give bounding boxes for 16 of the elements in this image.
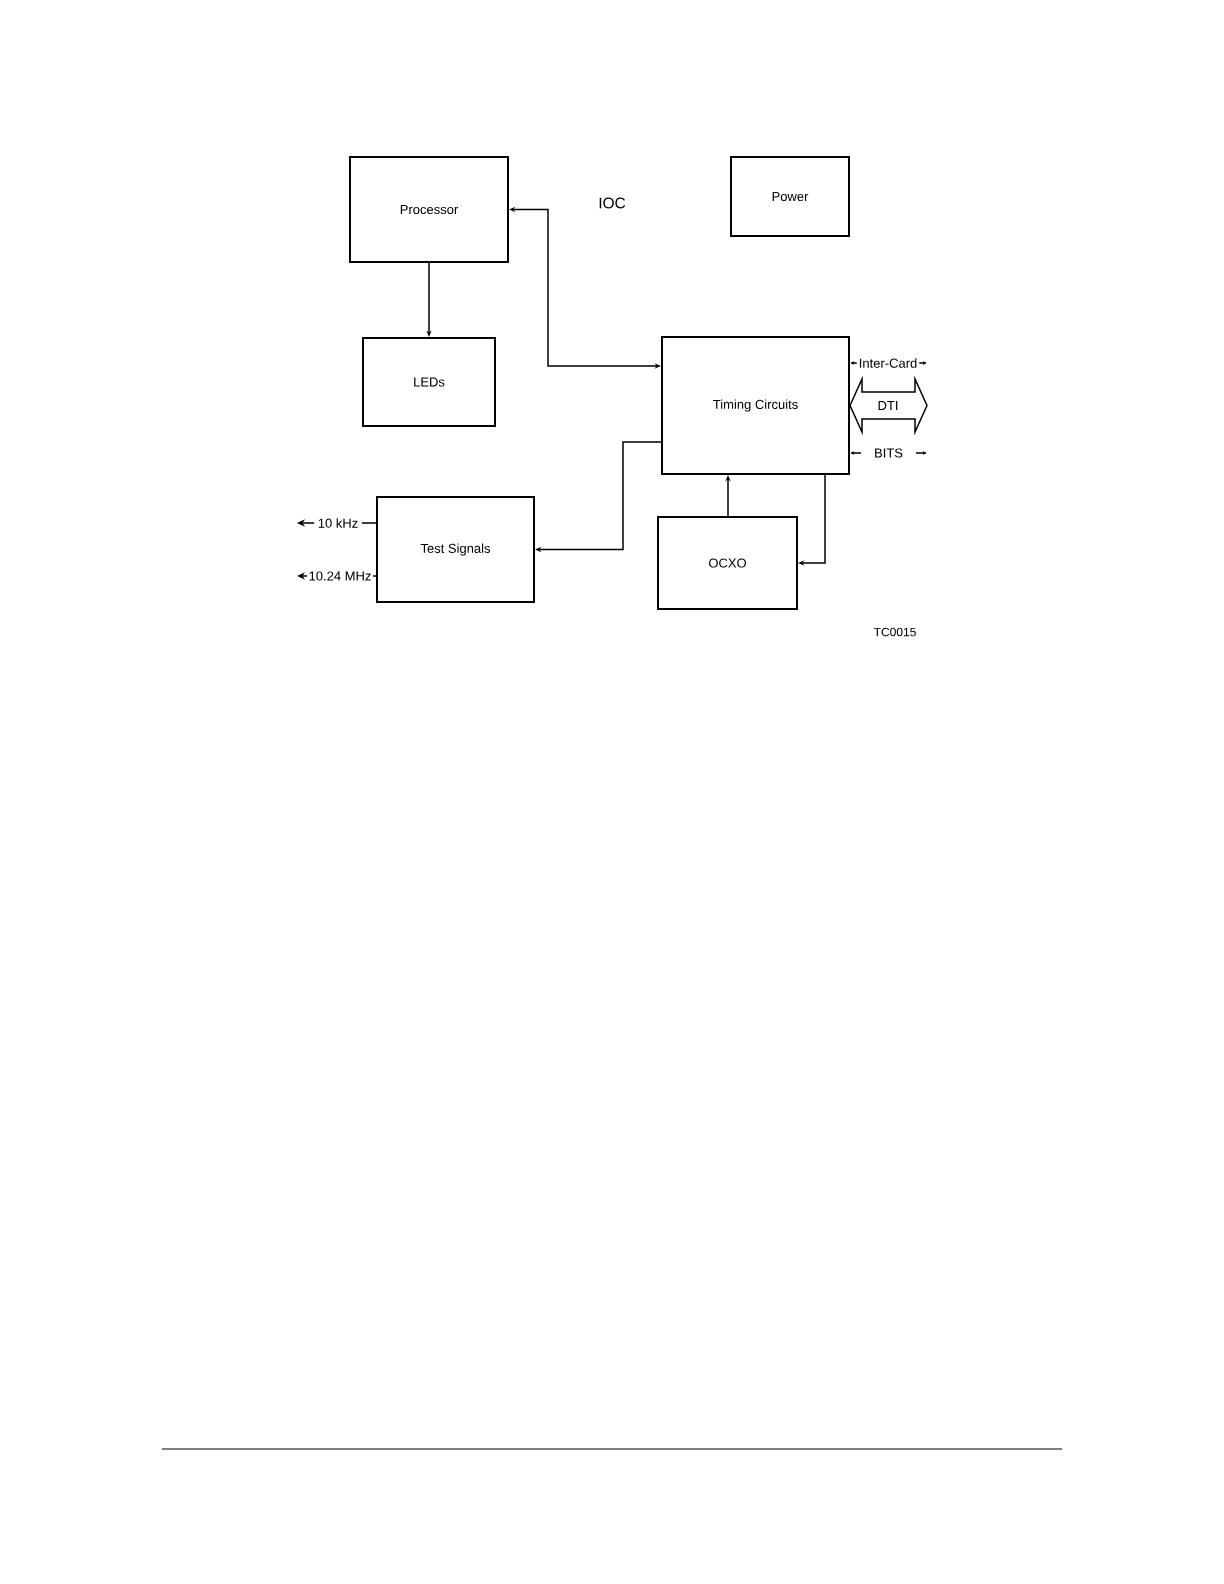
edge-label: DTI: [875, 399, 901, 412]
arrow: [798, 474, 826, 566]
edge-label: Inter-Card: [856, 356, 920, 370]
block-box: Timing Circuits: [661, 336, 850, 475]
figure-number: TC0015: [873, 627, 916, 637]
block-box: Processor: [349, 156, 509, 263]
block-arrow: [849, 375, 928, 436]
edge-label: 10 kHz: [314, 516, 362, 530]
block-box: LEDs: [362, 337, 496, 427]
arrow: [535, 441, 662, 553]
edge-label: 10.24 MHz: [306, 569, 374, 583]
block-box: Power: [730, 156, 850, 237]
block-box: Test Signals: [376, 496, 535, 603]
block-box: OCXO: [657, 516, 798, 610]
card-label: IOC: [599, 197, 626, 209]
edge-label: BITS: [861, 446, 916, 460]
